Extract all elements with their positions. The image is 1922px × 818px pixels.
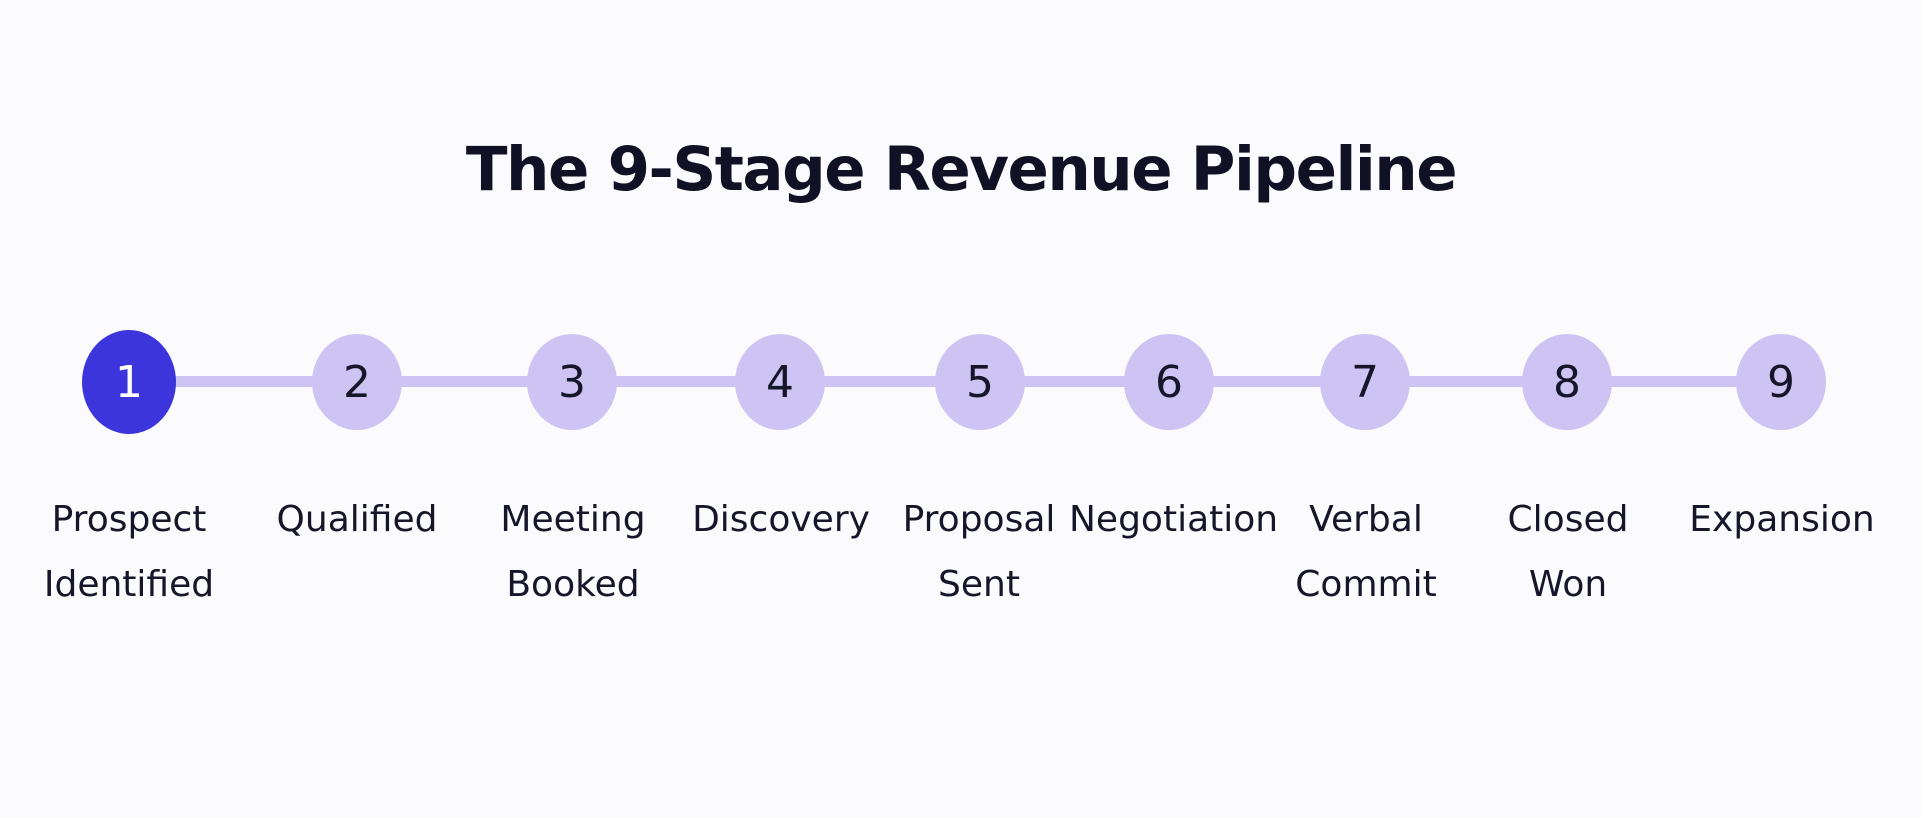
stage-node-7[interactable]: 7 xyxy=(1320,334,1410,430)
stage-label-8: Closed Won xyxy=(1507,499,1629,605)
stage-label-9: Expansion xyxy=(1689,499,1875,540)
stage-label-1: Prospect Identified xyxy=(43,499,215,605)
stage-node-3[interactable]: 3 xyxy=(527,334,617,430)
stage-label-7: Verbal Commit xyxy=(1295,499,1437,605)
stage-label-4: Discovery xyxy=(692,499,870,540)
stage-node-5[interactable]: 5 xyxy=(935,334,1025,430)
stage-node-9[interactable]: 9 xyxy=(1736,334,1826,430)
stage-node-2[interactable]: 2 xyxy=(312,334,402,430)
stage-node-8[interactable]: 8 xyxy=(1522,334,1612,430)
stage-node-4[interactable]: 4 xyxy=(735,334,825,430)
page-title: The 9-Stage Revenue Pipeline xyxy=(465,134,1458,205)
stage-label-6: Negotiation xyxy=(1069,499,1279,540)
stage-node-6[interactable]: 6 xyxy=(1124,334,1214,430)
stage-label-3: Meeting Booked xyxy=(500,499,646,605)
stage-label-2: Qualified xyxy=(276,499,438,540)
stage-label-5: Proposal Sent xyxy=(902,499,1056,605)
stage-node-1[interactable]: 1 xyxy=(82,330,176,434)
